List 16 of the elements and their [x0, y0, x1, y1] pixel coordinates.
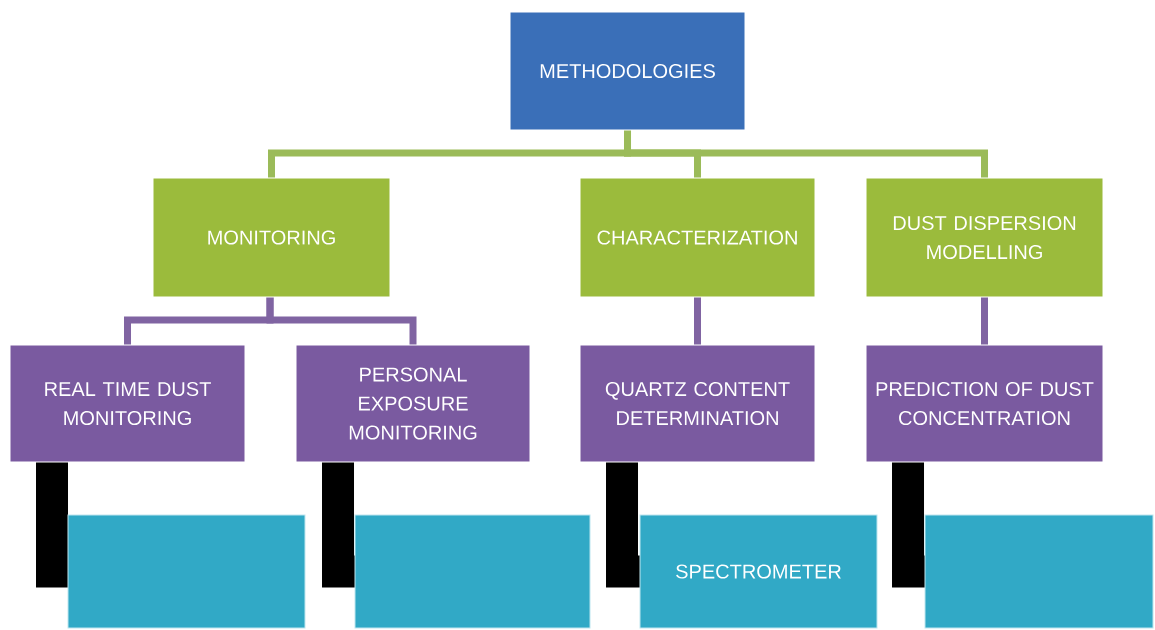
title-box: METHODOLOGIES: [509, 11, 746, 131]
method-box: PERSONAL EXPOSURE MONITORING: [295, 344, 531, 463]
elbow-connector: [36, 462, 68, 588]
method-box: PREDICTION OF DUST CONCENTRATION: [865, 344, 1104, 463]
method-box: REAL TIME DUST MONITORING: [9, 344, 246, 463]
elbow-connector: [606, 462, 640, 588]
elbow-connector: [892, 462, 925, 588]
tool-box: [354, 514, 591, 629]
tool-box: SPECTROMETER: [639, 514, 878, 629]
category-box: CHARACTERIZATION: [579, 177, 816, 298]
tool-box: [924, 514, 1154, 629]
category-box: DUST DISPERSION MODELLING: [865, 177, 1104, 298]
tool-box: [67, 514, 306, 629]
category-box: MONITORING: [152, 177, 391, 298]
elbow-connector: [322, 462, 355, 588]
method-box: QUARTZ CONTENT DETERMINATION: [579, 344, 816, 463]
